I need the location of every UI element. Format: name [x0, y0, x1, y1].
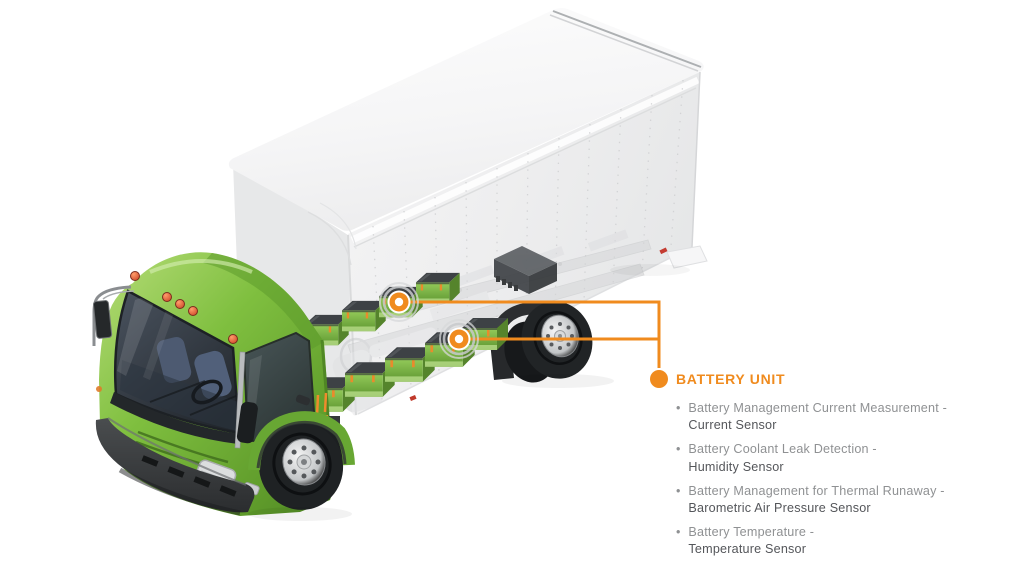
sensor-name: Temperature Sensor [688, 542, 807, 557]
sensor-function: Battery Temperature - [688, 525, 815, 540]
door-handle [295, 394, 311, 406]
bullet-icon: • [676, 401, 681, 415]
sensor-function: Battery Management Current Measurement - [688, 401, 948, 415]
sensor-item-barometric: • Battery Management for Thermal Runaway… [676, 483, 1016, 517]
callout-dot-icon [650, 370, 668, 388]
cab-interior [117, 292, 238, 431]
front-marker-light [96, 386, 102, 392]
sensor-list: • Battery Management Current Measurement… [676, 400, 1016, 559]
sensor-item-temperature: • Battery Temperature - Temperature Sens… [676, 524, 1016, 558]
box-top-face [228, 8, 704, 231]
battery-unit-callout: BATTERY UNIT • Battery Management Curren… [676, 371, 1016, 566]
sensor-item-current: • Battery Management Current Measurement… [676, 400, 1016, 434]
roof-clearance-lights [130, 271, 238, 344]
mirror-arm-right [234, 351, 246, 449]
front-fender [248, 411, 355, 471]
power-electronics-box [494, 246, 557, 294]
bullet-icon: • [676, 442, 681, 457]
sensor-name: Humidity Sensor [688, 459, 784, 474]
callout-title: BATTERY UNIT [676, 371, 786, 387]
callout-lines [408, 300, 661, 368]
box-marker-light [659, 247, 668, 255]
bumper-vents [141, 455, 237, 497]
sensor-item-humidity: • Battery Coolant Leak Detection - Humid… [676, 441, 1016, 475]
wiper-cowl [110, 392, 240, 444]
ground-shadows [248, 264, 690, 521]
rear-step [666, 245, 708, 269]
side-mirror-left [92, 300, 113, 339]
bullet-icon: • [676, 483, 681, 498]
sensor-name: Current Sensor [688, 418, 777, 433]
side-mirror-right [236, 401, 258, 444]
sensor-name: Barometric Air Pressure Sensor [688, 501, 871, 516]
rear-wheel-lugs [546, 322, 574, 350]
sensor-function: Battery Coolant Leak Detection - [688, 442, 877, 457]
front-bumper [95, 418, 255, 513]
sensor-function: Battery Management for Thermal Runaway - [688, 483, 945, 498]
bullet-icon: • [676, 525, 681, 540]
callout-graphics [378, 281, 668, 388]
front-wheel [248, 411, 355, 510]
front-wheel-lugs [287, 445, 321, 479]
chassis-marker-light [409, 395, 417, 401]
